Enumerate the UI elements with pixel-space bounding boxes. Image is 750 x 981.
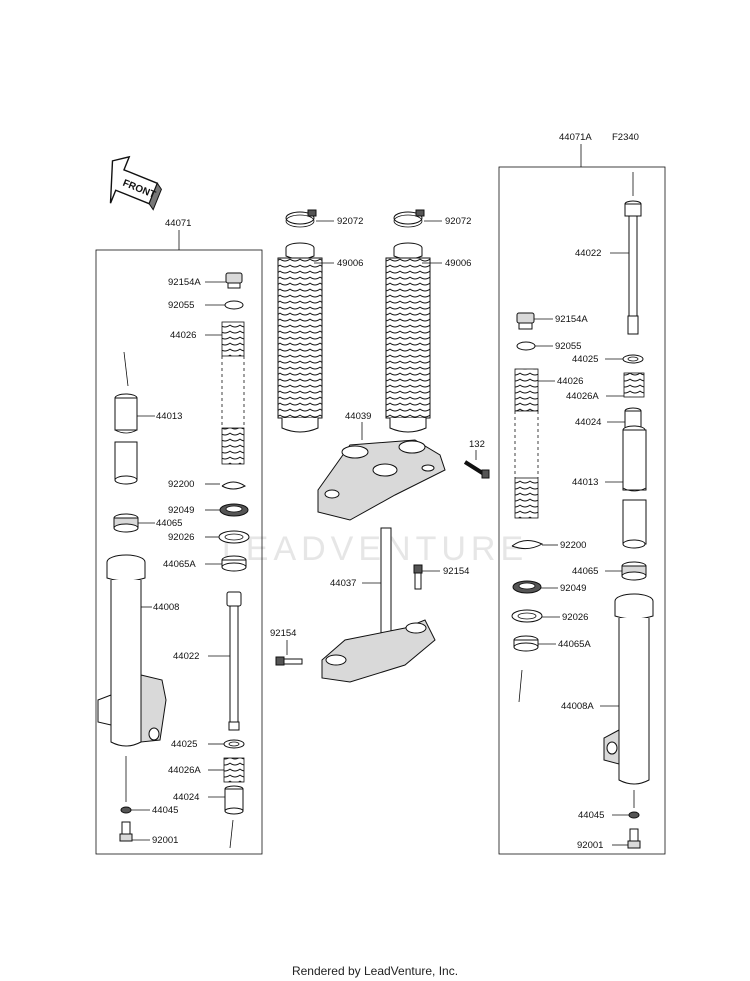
center-stem-part	[321, 527, 436, 683]
right-label-spring: 44026	[557, 376, 583, 387]
left-label-cap-bolt: 92154A	[168, 277, 201, 288]
center-stud-part	[463, 460, 490, 479]
center-label-upper-bracket: 44039	[345, 411, 371, 422]
right-washer-part	[622, 354, 644, 364]
left-label-washer-lower: 44025	[171, 739, 197, 750]
left-outer-tube-part	[97, 554, 167, 747]
left-guide-bushing-a-part	[221, 555, 247, 572]
right-oil-seal-part	[512, 580, 542, 594]
left-label-guide-bushing-a: 44065A	[163, 559, 196, 570]
right-guide-bushing-part	[621, 561, 647, 581]
left-piece-part	[224, 785, 244, 815]
right-guide-bushing-a-part	[513, 635, 539, 652]
left-label-circlip: 92200	[168, 479, 194, 490]
center-label-clamp-right: 92072	[445, 216, 471, 227]
left-label-o-ring: 92055	[168, 300, 194, 311]
right-label-washer-seal: 92026	[562, 612, 588, 623]
center-bolt-right-part	[413, 564, 423, 590]
left-label-spring-a: 44026A	[168, 765, 201, 776]
right-label-o-ring: 92055	[555, 341, 581, 352]
footer-credit: Rendered by LeadVenture, Inc.	[292, 964, 458, 978]
right-label-guide-bushing-a: 44065A	[558, 639, 591, 650]
right-bolt-part	[627, 828, 641, 849]
center-upper-bracket-part	[317, 439, 446, 521]
right-o-ring-part	[516, 341, 536, 351]
left-label-gasket: 44045	[152, 805, 178, 816]
right-assembly-label: 44071A	[559, 132, 592, 143]
center-bolt-left-part	[275, 656, 303, 666]
left-bushing-upper-part	[114, 351, 138, 485]
left-cylinder-part	[226, 591, 242, 731]
right-washer-seal-part	[511, 609, 543, 623]
center-label-stud: 132	[469, 439, 485, 450]
watermark-text: LEADVENTURE	[222, 530, 528, 568]
right-label-spring-a: 44026A	[566, 391, 599, 402]
right-label-cap-bolt: 92154A	[555, 314, 588, 325]
figure-code: F2340	[612, 132, 639, 143]
left-label-outer-tube: 44008	[153, 602, 179, 613]
right-circlip-part	[511, 540, 544, 550]
right-cylinder-part	[624, 200, 642, 335]
right-gasket-part	[628, 811, 640, 819]
left-spring-a-part	[223, 757, 245, 783]
right-fork-frame	[498, 166, 666, 855]
left-label-cylinder: 44022	[173, 651, 199, 662]
right-label-washer: 44025	[572, 354, 598, 365]
left-washer-lower-part	[223, 739, 245, 749]
right-label-outer-tube: 44008A	[561, 701, 594, 712]
right-spring-a-part	[623, 372, 645, 398]
left-label-piece: 44024	[173, 792, 199, 803]
center-label-clamp-left: 92072	[337, 216, 363, 227]
right-label-piece: 44024	[575, 417, 601, 428]
left-gasket-part	[120, 806, 132, 814]
center-clamp-right-part	[393, 209, 425, 228]
left-label-washer: 92026	[168, 532, 194, 543]
right-label-bushing: 44013	[572, 477, 598, 488]
center-label-bolt-right: 92154	[443, 566, 469, 577]
right-label-guide-bushing: 44065	[572, 566, 598, 577]
center-clamp-left-part	[285, 209, 317, 228]
right-cap-bolt-part	[516, 312, 535, 330]
left-guide-bushing-part	[113, 513, 139, 533]
left-spring-part	[221, 321, 245, 465]
front-arrow-icon: FRONT	[109, 155, 162, 211]
left-circlip-part	[221, 481, 246, 490]
center-label-stem: 44037	[330, 578, 356, 589]
left-label-spring: 44026	[170, 330, 196, 341]
center-boot-right-part	[385, 242, 431, 433]
right-spring-part	[514, 368, 539, 519]
left-oil-seal-part	[219, 503, 249, 517]
left-cap-bolt-part	[225, 272, 243, 289]
right-label-oil-seal: 92049	[560, 583, 586, 594]
right-label-cylinder: 44022	[575, 248, 601, 259]
left-label-bushing-upper: 44013	[156, 411, 182, 422]
right-label-gasket: 44045	[578, 810, 604, 821]
left-label-oil-seal: 92049	[168, 505, 194, 516]
left-label-bolt: 92001	[152, 835, 178, 846]
left-o-ring-part	[224, 300, 244, 310]
center-boot-left-part	[277, 242, 323, 433]
left-label-guide-bushing: 44065	[156, 518, 182, 529]
right-outer-tube-part	[603, 593, 654, 785]
left-bolt-part	[119, 821, 133, 842]
left-assembly-label: 44071	[165, 218, 191, 229]
right-bushing-part	[622, 425, 647, 549]
right-label-bolt: 92001	[577, 840, 603, 851]
center-label-boot-left: 49006	[337, 258, 363, 269]
center-label-bolt-left: 92154	[270, 628, 296, 639]
left-washer-part	[218, 530, 250, 544]
right-label-circlip: 92200	[560, 540, 586, 551]
center-label-boot-right: 49006	[445, 258, 471, 269]
